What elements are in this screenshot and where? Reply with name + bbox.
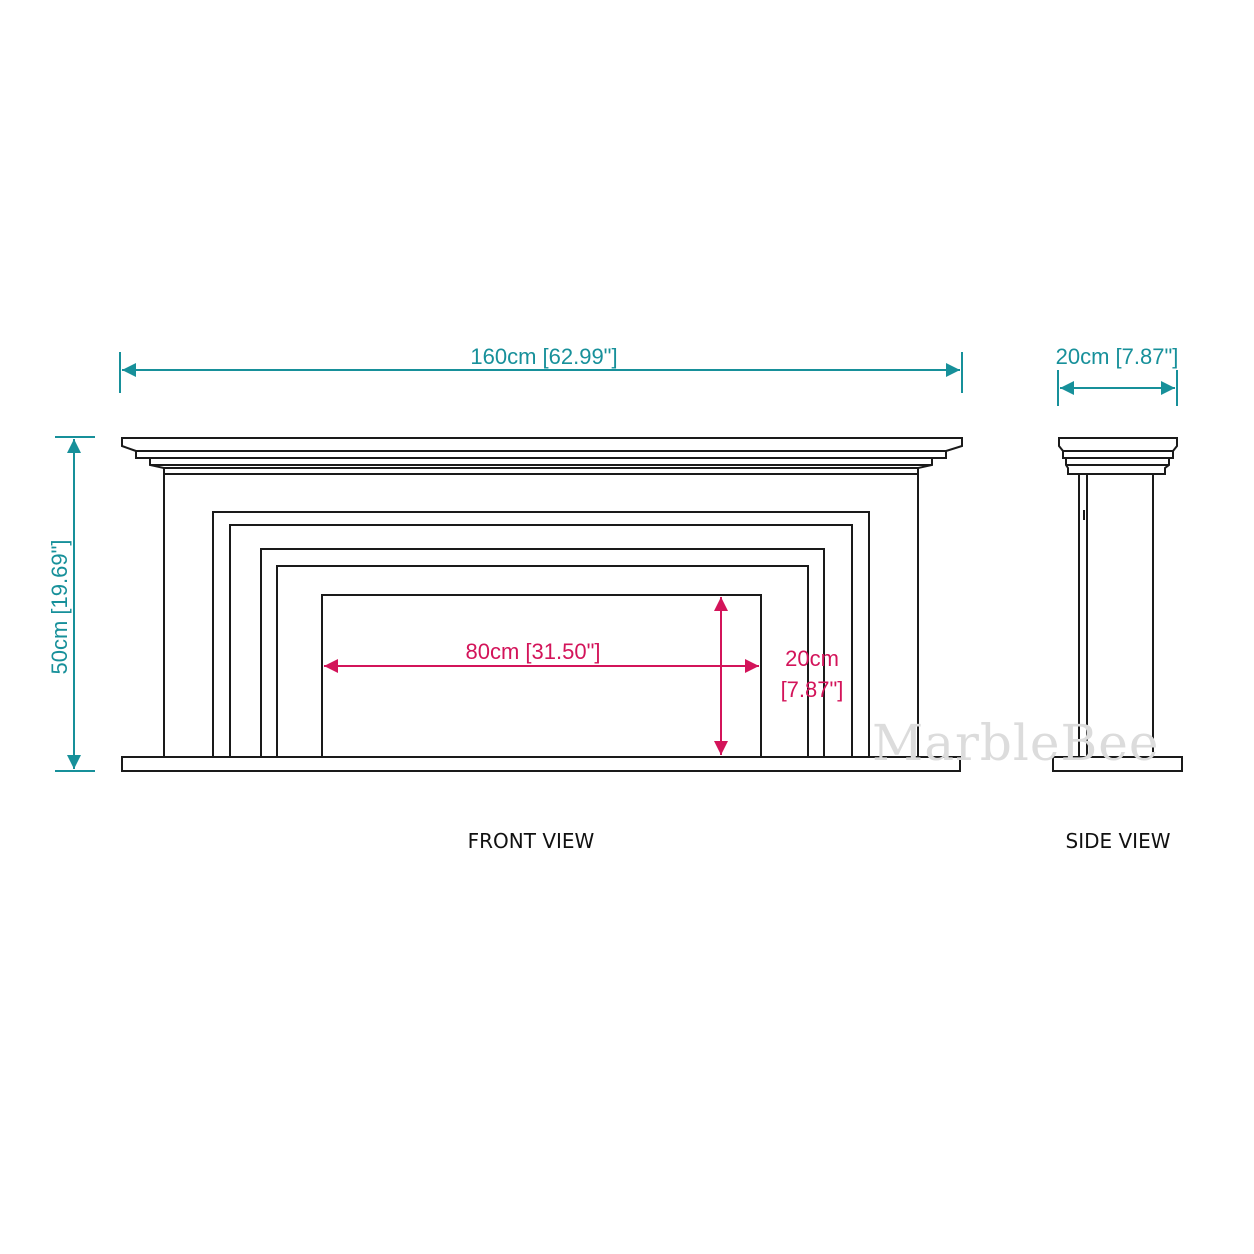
front-view-caption: FRONT VIEW xyxy=(468,829,595,853)
side-view-caption: SIDE VIEW xyxy=(1066,829,1171,853)
side-mantel xyxy=(1058,437,1178,475)
side-hearth xyxy=(1052,756,1183,772)
hearth xyxy=(121,756,961,772)
opening-width-dimension: 80cm [31.50"] xyxy=(324,639,759,673)
watermark-logo: MarbleBee xyxy=(872,714,1159,772)
height-dimension-label: 50cm [19.69"] xyxy=(47,540,72,675)
height-dimension: 50cm [19.69"] xyxy=(47,436,95,772)
fire-opening xyxy=(321,594,762,758)
width-dimension-label: 160cm [62.99"] xyxy=(470,344,617,369)
side-body xyxy=(1078,473,1154,758)
width-dimension: 160cm [62.99"] xyxy=(119,344,963,393)
side-view-drawing xyxy=(1052,437,1183,772)
opening-height-label-2: [7.87"] xyxy=(781,677,844,702)
opening-width-label: 80cm [31.50"] xyxy=(466,639,601,664)
opening-height-label-1: 20cm xyxy=(785,646,839,671)
opening-height-dimension: 20cm [7.87"] xyxy=(714,597,844,755)
depth-dimension-label: 20cm [7.87"] xyxy=(1056,344,1179,369)
front-view-drawing xyxy=(121,437,963,772)
depth-dimension: 20cm [7.87"] xyxy=(1056,344,1179,406)
